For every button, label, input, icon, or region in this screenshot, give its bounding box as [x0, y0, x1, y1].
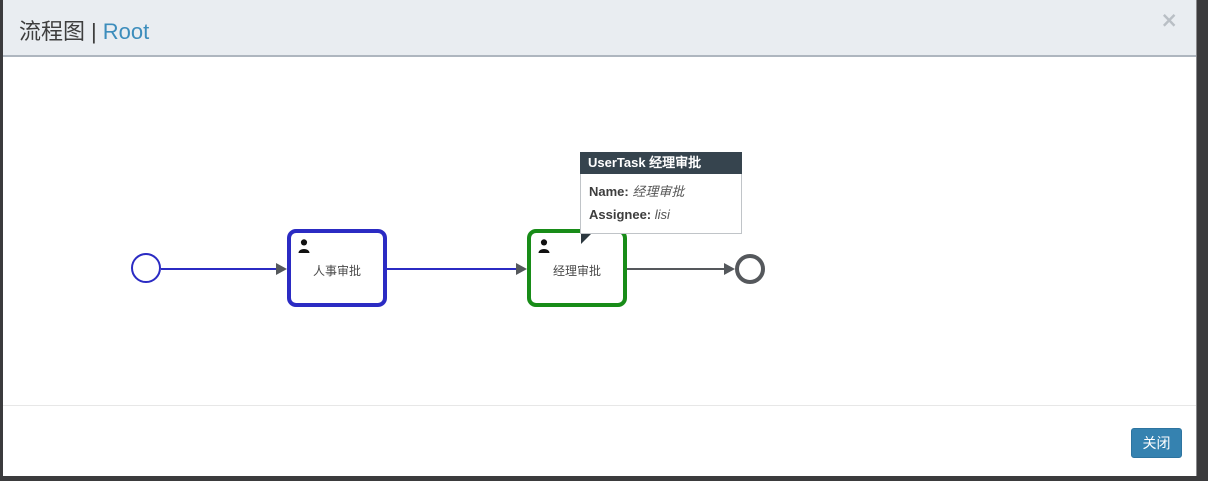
tooltip-title: UserTask 经理审批 [580, 152, 742, 174]
arrowhead-icon [276, 263, 287, 275]
modal-title-process-link[interactable]: Root [102, 19, 150, 44]
start-event-node[interactable] [131, 253, 161, 283]
close-button[interactable]: 关闭 [1131, 428, 1182, 458]
arrowhead-icon [724, 263, 735, 275]
task-tooltip: UserTask 经理审批 Name: 经理审批 Assignee: lisi [580, 152, 742, 244]
tooltip-row-name: Name: 经理审批 [589, 184, 685, 199]
flow-diagram-modal: 流程图|Root × 人事审批 [3, 0, 1197, 476]
close-icon[interactable]: × [1160, 8, 1178, 32]
tooltip-body: Name: 经理审批 Assignee: lisi [580, 174, 742, 234]
end-event-node[interactable] [735, 254, 765, 284]
modal-header: 流程图|Root × [3, 0, 1196, 57]
modal-title: 流程图|Root [19, 14, 149, 46]
task-label: 人事审批 [312, 263, 361, 278]
tooltip-row-assignee: Assignee: lisi [589, 207, 670, 222]
modal-footer: 关闭 [3, 405, 1196, 476]
task-node-hr-approval[interactable]: 人事审批 [287, 229, 387, 307]
modal-title-text: 流程图 [19, 19, 86, 44]
user-icon [298, 239, 310, 253]
diagram-canvas: 人事审批 经理审批 UserTask 经理审批 Name: [3, 57, 1196, 405]
tooltip-pointer-icon [581, 234, 591, 244]
user-icon [538, 239, 550, 253]
sequence-flow-1 [161, 268, 279, 270]
modal-title-separator: | [91, 19, 97, 44]
task-node-manager-approval[interactable]: 经理审批 [527, 229, 627, 307]
arrowhead-icon [516, 263, 527, 275]
sequence-flow-3 [627, 268, 727, 270]
task-label: 经理审批 [552, 263, 601, 278]
sequence-flow-2 [387, 268, 517, 270]
